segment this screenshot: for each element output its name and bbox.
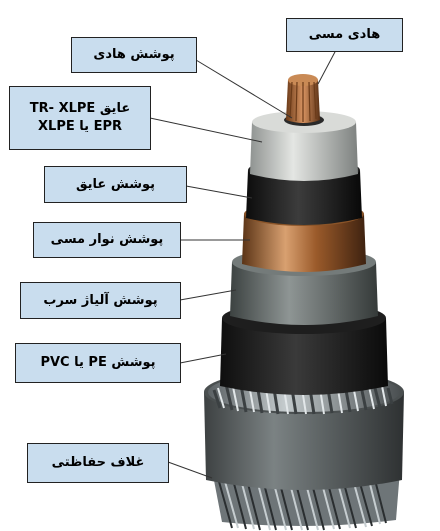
label-conductor-shield: پوشش هادی xyxy=(71,37,197,73)
label-conductor-shield-text: پوشش هادی xyxy=(93,47,175,63)
label-copper-conductor-text: هادی مسی xyxy=(308,27,381,43)
leader-pe-pvc xyxy=(179,353,227,364)
label-protective-jacket: غلاف حفاظتی xyxy=(27,443,169,483)
label-lead-sheath: پوشش آلیاژ سرب xyxy=(20,282,181,319)
label-protective-jacket-text: غلاف حفاظتی xyxy=(51,455,145,471)
leader-conductor-shield xyxy=(195,59,293,119)
leader-insulation xyxy=(149,117,263,143)
label-lead-sheath-text: پوشش آلیاژ سرب xyxy=(43,292,158,308)
label-pe-pvc-sheath-text: پوشش PE یا PVC xyxy=(40,355,156,371)
label-pe-pvc-sheath: پوشش PE یا PVC xyxy=(15,343,181,383)
label-copper-tape-text: پوشش نوار مسی xyxy=(50,232,164,248)
label-insulation-line1: عایق TR- XLPE xyxy=(29,101,131,117)
leader-protective-jacket xyxy=(167,461,213,479)
label-copper-conductor: هادی مسی xyxy=(286,18,403,52)
copper-conductor-core xyxy=(286,74,320,123)
leader-insulation-shield xyxy=(185,185,253,199)
label-insulation-shield-text: پوشش عایق xyxy=(75,176,156,192)
leader-lead-sheath xyxy=(179,289,237,301)
label-insulation: عایق TR- XLPE EPR یا XLPE xyxy=(9,86,151,150)
label-insulation-line2: EPR یا XLPE xyxy=(38,119,122,134)
label-copper-tape: پوشش نوار مسی xyxy=(33,222,181,258)
label-insulation-shield: پوشش عایق xyxy=(44,166,187,203)
leader-lines xyxy=(149,49,337,479)
leader-copper-conductor xyxy=(317,49,337,85)
